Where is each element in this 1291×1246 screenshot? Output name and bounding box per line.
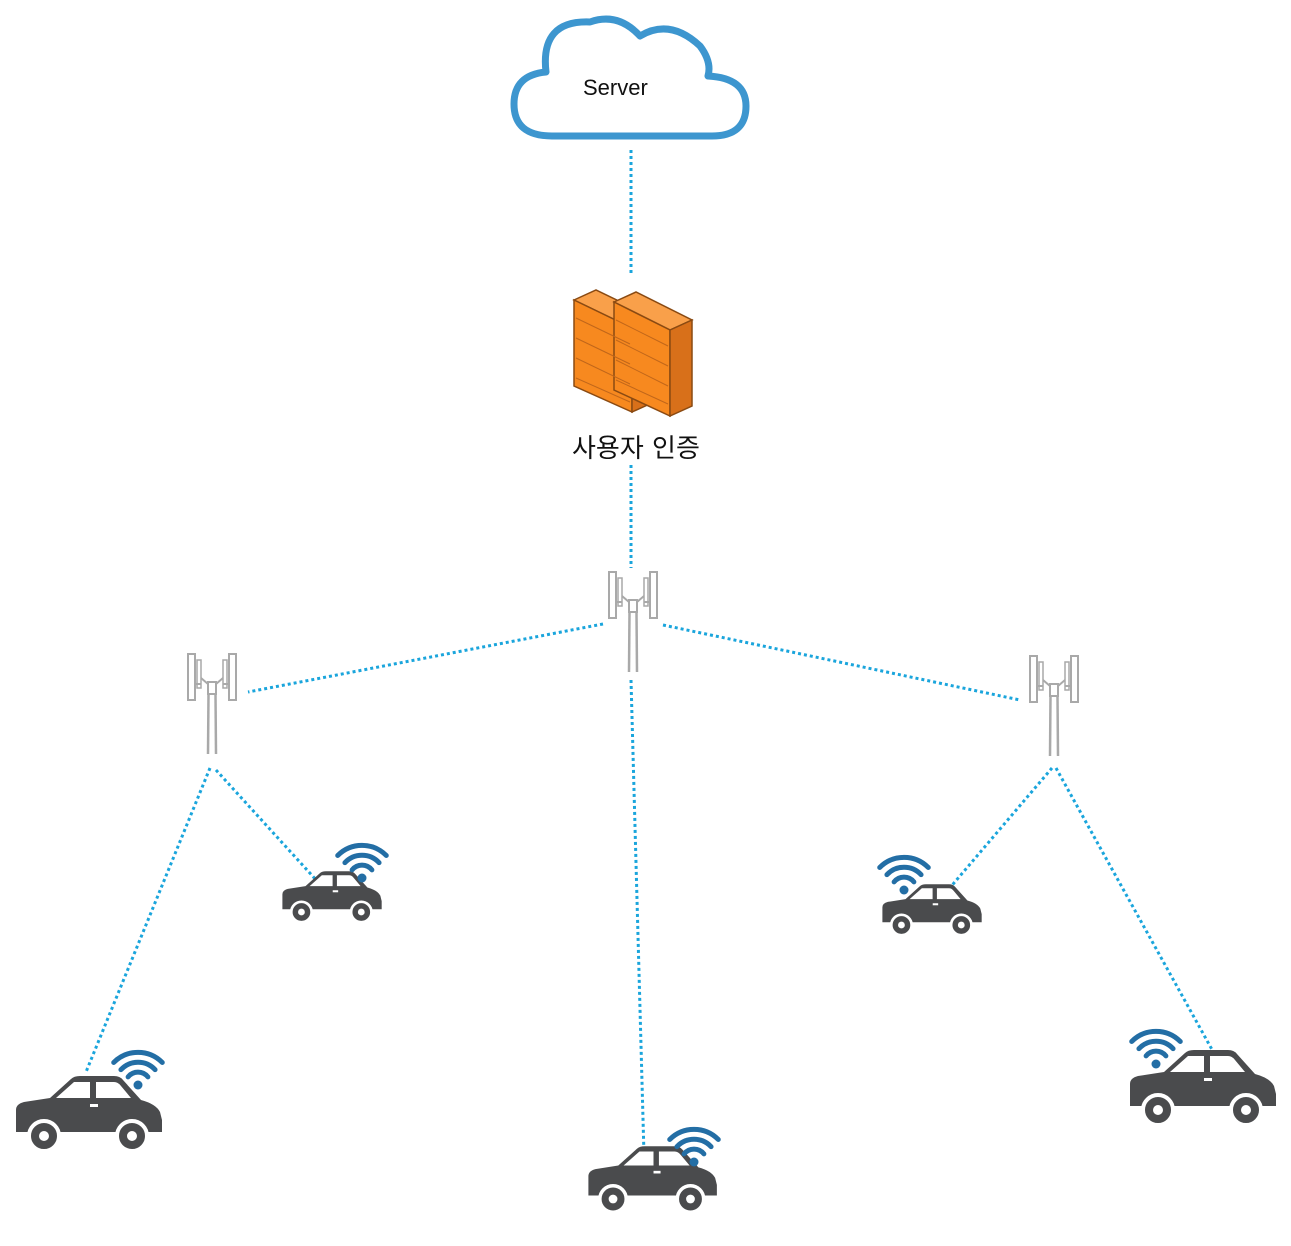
user-auth-label: 사용자 인증 (572, 434, 700, 464)
firewall-icon (572, 289, 694, 418)
connection-lines (84, 150, 1217, 1156)
cell-tower-icon-left (186, 652, 238, 756)
link-left-tower-car-far (84, 767, 212, 1073)
cell-tower-icon-center (607, 570, 659, 674)
link-center-tower-car (629, 679, 646, 1156)
car-icon-right-near (881, 882, 984, 937)
link-left-tower-car-near (214, 768, 320, 884)
link-center-right-tower (662, 623, 1021, 702)
server-label: Server (583, 75, 648, 100)
wifi-icon-right-far (1132, 1031, 1181, 1068)
car-icon-left-near (281, 869, 384, 924)
link-right-tower-car-far (1054, 767, 1217, 1056)
cell-tower-icon-right (1028, 654, 1080, 758)
link-center-left-tower (247, 622, 604, 694)
car-icon-right-far (1128, 1048, 1278, 1127)
cloud-icon (510, 15, 750, 140)
car-icon-center (586, 1144, 719, 1214)
link-right-tower-car-near (946, 767, 1054, 891)
